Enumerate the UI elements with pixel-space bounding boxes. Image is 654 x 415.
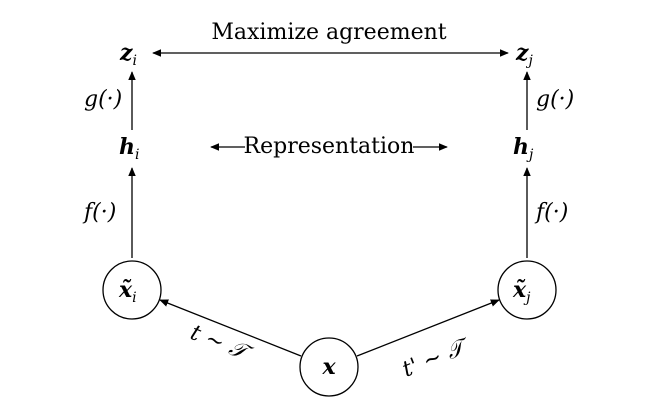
t-right-label: t' ∼ 𝒯 xyxy=(399,333,474,383)
node-x-tilde-i: x̃i xyxy=(118,277,137,306)
z-i-subscript: i xyxy=(133,53,137,69)
node-h-j: hj xyxy=(513,134,534,163)
augmentation-arrow-left xyxy=(159,299,302,357)
augmentation-arrow-right xyxy=(356,299,500,357)
node-x: x xyxy=(321,354,336,380)
x-tilde-j-subscript: j xyxy=(523,290,531,306)
maximize-agreement-label: Maximize agreement xyxy=(211,20,446,45)
representation-label: Representation xyxy=(244,134,415,159)
augmented-view-j-circle xyxy=(497,260,557,320)
node-z-j: zj xyxy=(515,40,534,69)
t-left-label: t ∼ 𝒯 xyxy=(187,320,257,367)
h-i-base: h xyxy=(119,134,135,160)
z-i-base: z xyxy=(119,40,133,66)
node-z-i: zi xyxy=(119,40,137,69)
node-h-i: hi xyxy=(119,134,139,163)
z-j-subscript: j xyxy=(526,53,534,69)
h-j-subscript: j xyxy=(526,147,534,163)
g-left-label: g(·) xyxy=(84,87,122,112)
z-j-base: z xyxy=(515,40,529,66)
f-left-label: f(·) xyxy=(82,200,116,225)
input-x-circle xyxy=(299,337,359,397)
x-tilde-i-base: x̃ xyxy=(118,277,133,303)
augmented-view-i-circle xyxy=(102,260,162,320)
f-right-label: f(·) xyxy=(534,200,568,225)
x-tilde-j-base: x̃ xyxy=(512,277,527,303)
x-tilde-i-subscript: i xyxy=(132,290,136,306)
h-i-subscript: i xyxy=(135,147,139,163)
h-j-base: h xyxy=(513,134,529,160)
g-right-label: g(·) xyxy=(536,87,574,112)
node-x-tilde-j: x̃j xyxy=(512,277,531,306)
